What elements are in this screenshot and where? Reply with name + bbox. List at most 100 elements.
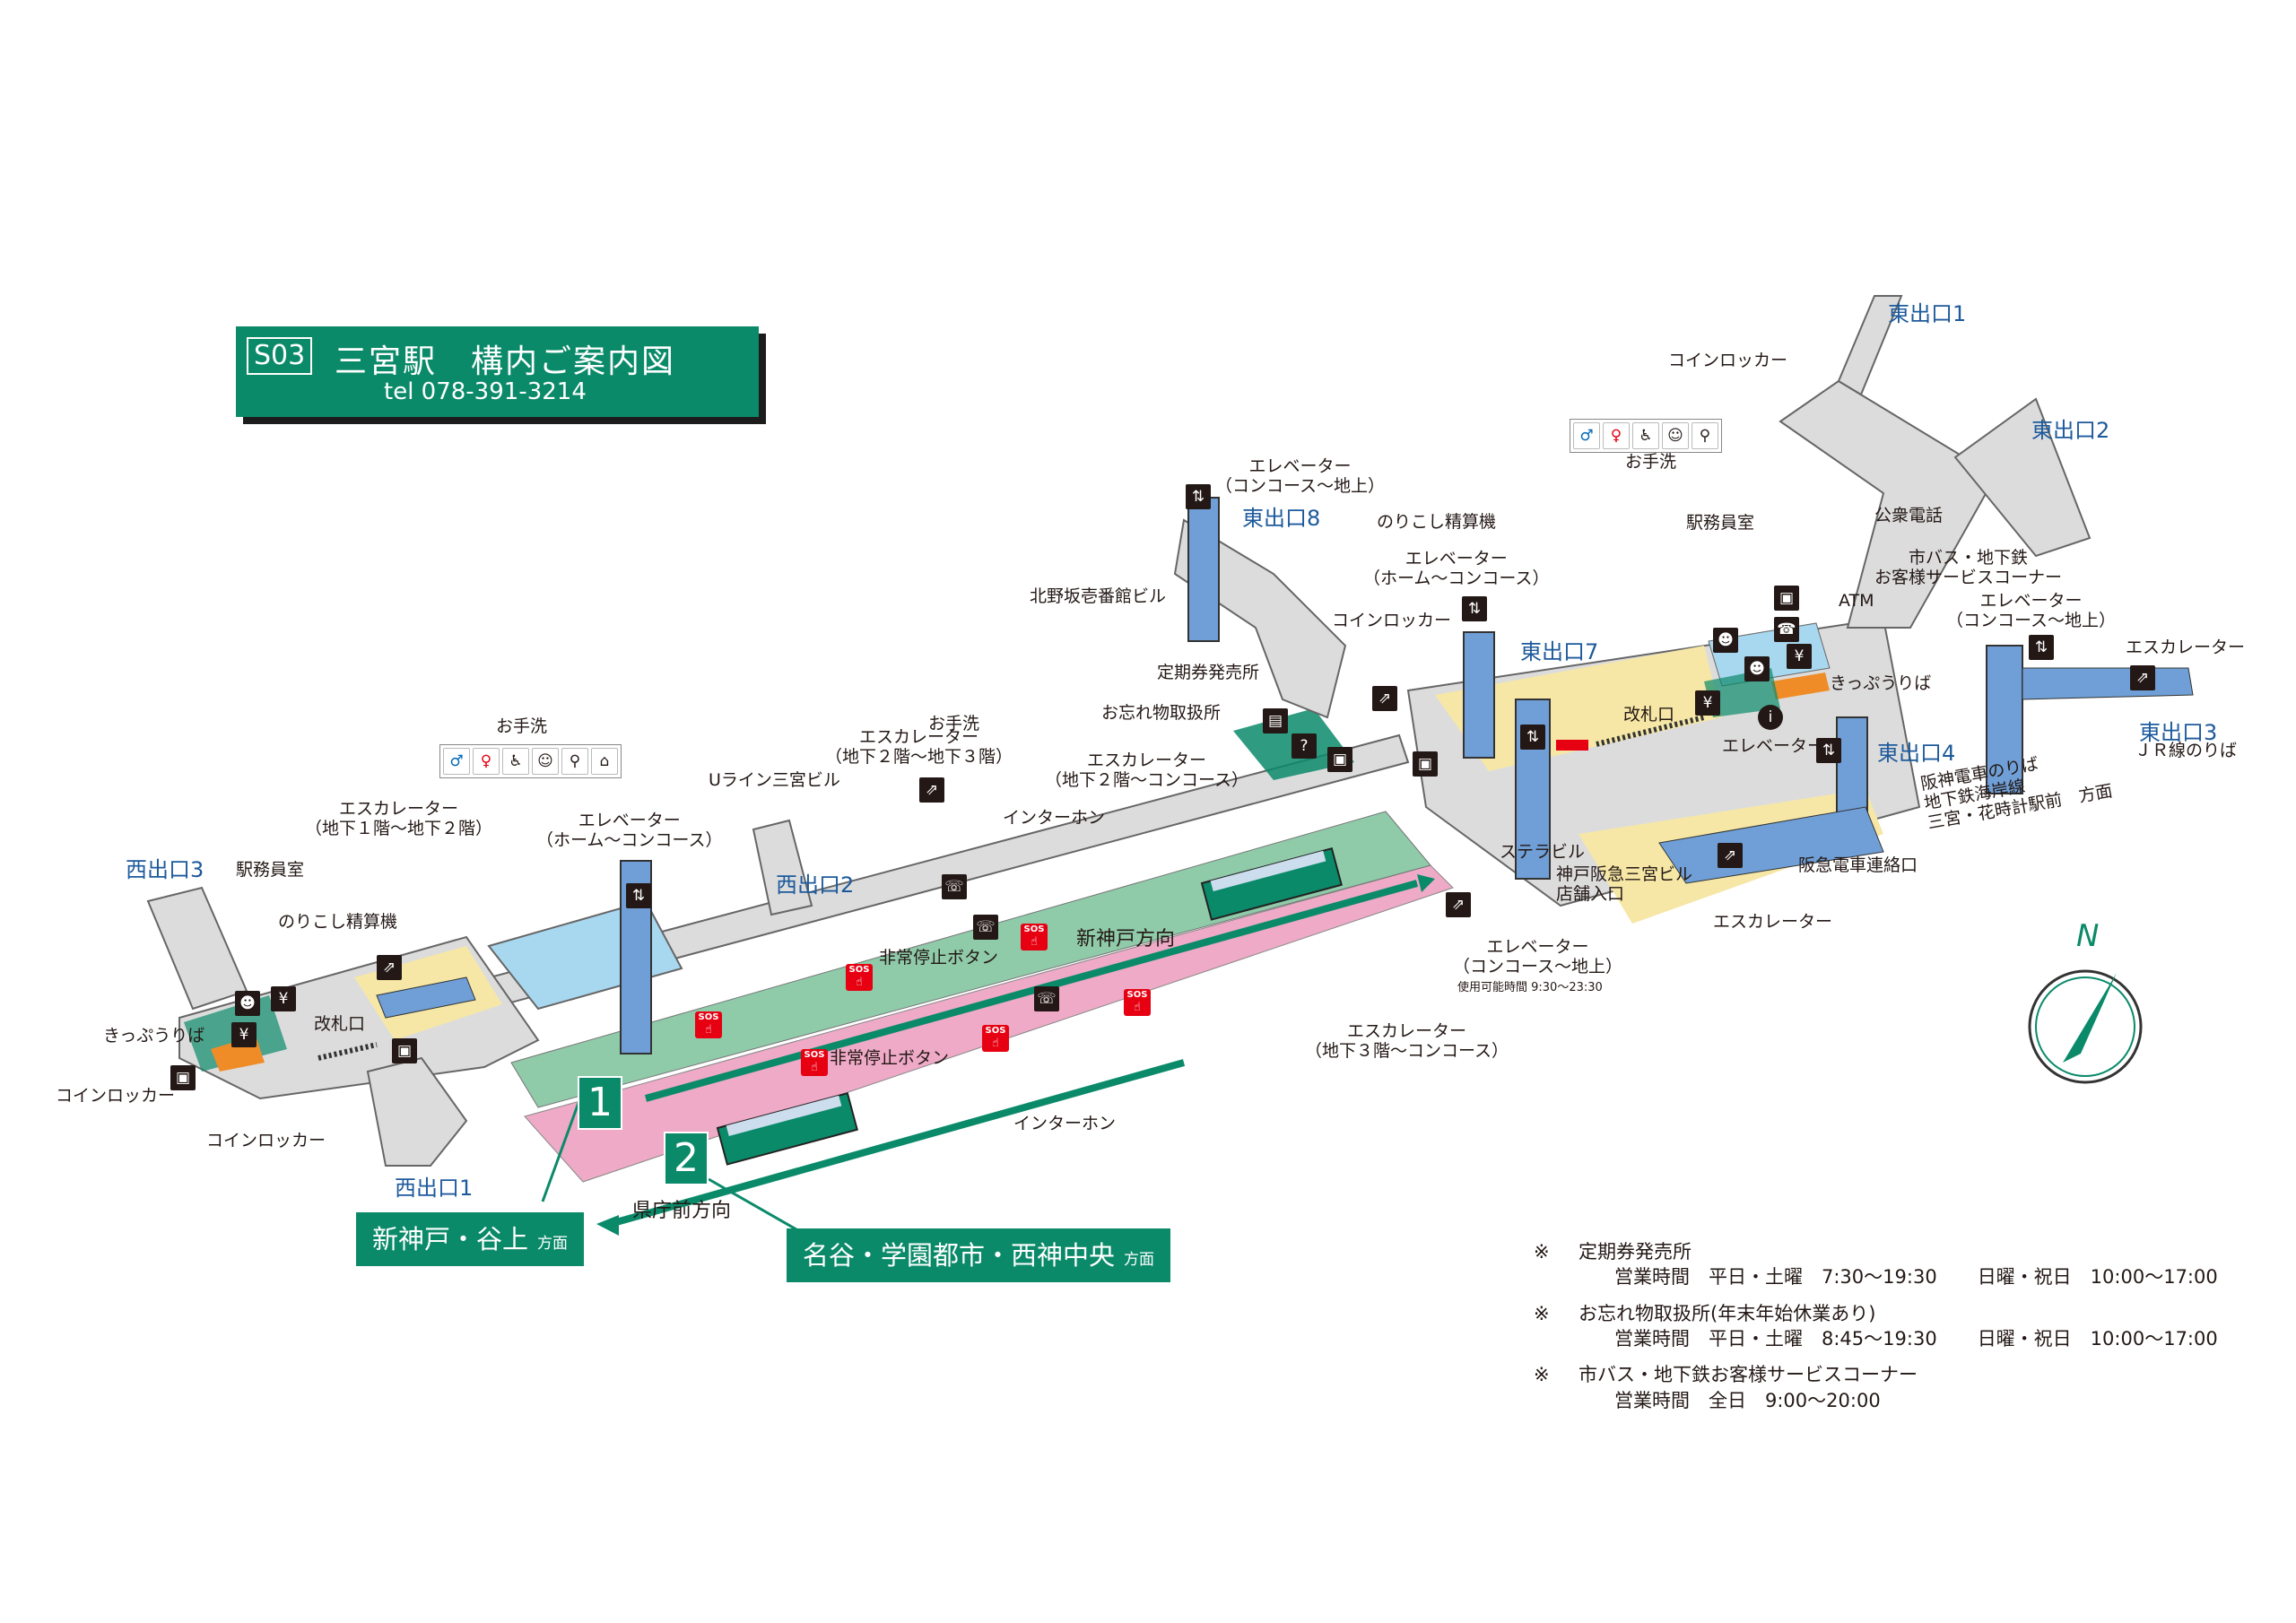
gate-red-bar	[1556, 740, 1588, 751]
platform-area	[510, 811, 1431, 1108]
escalator-icon: ⇗	[1446, 892, 1471, 917]
payphone-icon: ☎	[1774, 617, 1799, 642]
label-locker-mid: コインロッカー	[1332, 611, 1452, 630]
label-toward-shinkobe: 新神戸方向	[1076, 928, 1176, 950]
label-gate-west: 改札口	[314, 1014, 366, 1034]
label-elevator-east: エレベーター	[1722, 736, 1825, 756]
west3-passage	[146, 886, 248, 1011]
exit-west1[interactable]: 西出口1	[395, 1176, 474, 1201]
exit-east1[interactable]: 東出口1	[1888, 301, 1967, 326]
label-locker-east: コインロッカー	[1668, 351, 1788, 370]
elevator-pillar-exit8	[1187, 497, 1220, 642]
women-toilet-icon: ♀	[1603, 422, 1630, 449]
fare-adjust-icon: ¥	[1695, 690, 1720, 716]
label-atm: ATM	[1839, 591, 1874, 611]
label-staff-room-east: 駅務員室	[1686, 513, 1755, 533]
note-title: お忘れ物取扱所(年末年始休業あり)	[1578, 1302, 1876, 1324]
locker-icon: ▣	[1774, 586, 1799, 611]
label-elev-home-concourse-east: エレベーター （ホーム〜コンコース）	[1363, 549, 1550, 588]
intercom-icon: ☏	[973, 915, 998, 940]
platform-number-1: 1	[578, 1076, 622, 1130]
destination-platform-2-text: 名谷・学園都市・西神中央	[803, 1240, 1116, 1271]
uline-passage	[752, 819, 813, 916]
label-locker-west-b: コインロッカー	[206, 1131, 326, 1150]
destination-platform-2-suffix: 方面	[1124, 1251, 1155, 1269]
exit-east7[interactable]: 東出口7	[1520, 639, 1599, 664]
exit-east2[interactable]: 東出口2	[2031, 418, 2110, 443]
gate-line-west	[317, 1042, 378, 1061]
west1-passage	[366, 1056, 468, 1167]
toilet-icons-east: ♂ ♀ ♿ ☺ ⚲	[1570, 419, 1722, 453]
station-tel: tel 078-391-3214	[384, 378, 587, 405]
exit1-passage	[1837, 295, 1903, 396]
baby-care-icon: ☺	[1662, 422, 1689, 449]
label-intercom-top: インターホン	[1003, 808, 1106, 828]
note-hours: 営業時間 全日 9:00〜20:00	[1614, 1389, 1881, 1411]
atm-icon: ¥	[1787, 644, 1812, 669]
label-kitano: 北野坂壱番館ビル	[1030, 586, 1167, 606]
track-bed	[524, 864, 1454, 1183]
ostomate-icon: ⚲	[561, 748, 588, 775]
label-stella: ステラビル	[1500, 842, 1586, 862]
arrow-kencho	[608, 1059, 1186, 1228]
escalator-icon: ⇗	[2130, 665, 2155, 690]
label-toward-kencho: 県庁前方向	[632, 1200, 732, 1222]
sos-button[interactable]: SOS☝	[695, 1011, 722, 1038]
sos-button[interactable]: SOS☝	[1021, 924, 1048, 950]
staff-room-icon: ☻	[235, 991, 260, 1016]
note-title: 定期券発売所	[1578, 1241, 1692, 1263]
gate-line-east	[1596, 715, 1705, 747]
elevator-icon: ⇅	[1186, 484, 1211, 509]
sos-button[interactable]: SOS☝	[846, 964, 873, 991]
elevator-icon: ⇅	[626, 883, 651, 908]
intercom-icon: ☏	[942, 874, 967, 899]
elevator-pillar-east3	[1986, 645, 2023, 794]
label-esc-b2-concourse: エスカレーター （地下２階〜コンコース）	[1045, 751, 1249, 790]
elevator-icon: ⇅	[1816, 738, 1841, 763]
label-staff-room-west: 駅務員室	[236, 860, 305, 880]
label-ticket-west: きっぷうりば	[103, 1026, 205, 1046]
family-toilet-icon: ⌂	[591, 748, 618, 775]
elevator-icon: ⇅	[1462, 596, 1487, 621]
exit-west2[interactable]: 西出口2	[776, 872, 855, 898]
label-commuter-pass: 定期券発売所	[1157, 663, 1260, 682]
escalator-ramp-bottom	[1658, 806, 1884, 884]
label-elev-concourse-ground-east: エレベーター （コンコース〜地上）	[1946, 591, 2117, 630]
sos-button[interactable]: SOS☝	[801, 1049, 828, 1076]
label-toilet-mid: お手洗	[928, 714, 980, 733]
exit-east4[interactable]: 東出口4	[1877, 741, 1956, 766]
train-upper	[1200, 846, 1343, 921]
note-mark: ※	[1534, 1302, 1550, 1324]
label-emergency-stop-a: 非常停止ボタン	[879, 948, 999, 968]
label-toilet-west: お手洗	[496, 716, 548, 736]
intercom-icon: ☏	[1034, 986, 1059, 1011]
compass-needle	[2063, 973, 2117, 1063]
ostomate-icon: ⚲	[1692, 422, 1718, 449]
escalator-icon: ⇗	[1718, 843, 1743, 868]
escalator-ramp-east3	[2022, 667, 2194, 700]
elevator-pillar-east4	[1836, 716, 1868, 817]
men-toilet-icon: ♂	[443, 748, 470, 775]
elevator-icon: ⇅	[1520, 725, 1545, 750]
escalator-icon: ⇗	[377, 955, 402, 980]
exit-east8[interactable]: 東出口8	[1242, 506, 1321, 531]
label-fare-adjust-east: のりこし精算機	[1377, 512, 1497, 532]
station-name: 三宮駅 構内ご案内図	[335, 343, 676, 380]
exit-east3[interactable]: 東出口3	[2139, 720, 2218, 745]
sos-button[interactable]: SOS☝	[982, 1025, 1009, 1052]
elevator-icon: ⇅	[2029, 635, 2054, 660]
arrow-shinkobe-head	[1417, 874, 1435, 892]
information-icon: i	[1758, 705, 1783, 730]
baby-care-icon: ☺	[532, 748, 559, 775]
label-kobe-hankyu: 神戸阪急三宮ビル 店舗入口	[1556, 864, 1693, 904]
label-intercom-bottom: インターホン	[1013, 1114, 1117, 1133]
destination-platform-1: 新神戸・谷上方面	[356, 1212, 585, 1266]
elevator-pillar-mid	[1463, 631, 1495, 759]
note-title: 市バス・地下鉄お客様サービスコーナー	[1578, 1364, 1918, 1386]
exit-west3[interactable]: 西出口3	[126, 857, 204, 882]
sos-button[interactable]: SOS☝	[1124, 989, 1151, 1016]
note-hours-holiday: 日曜・祝日 10:00〜17:00	[1977, 1328, 2218, 1350]
